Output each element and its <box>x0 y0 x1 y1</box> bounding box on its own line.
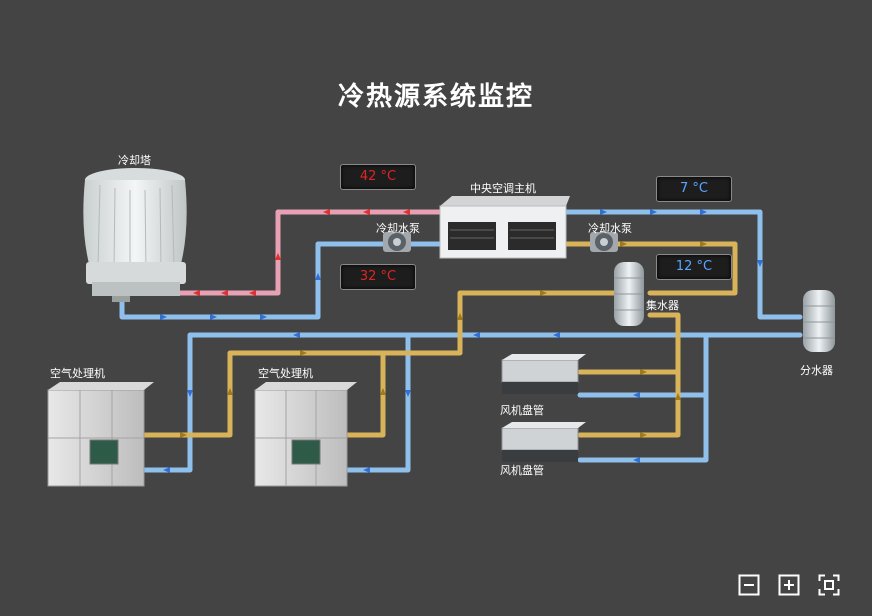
fullscreen-icon <box>818 574 840 596</box>
zoom-out-button[interactable] <box>738 574 760 596</box>
fan-coil-unit-1[interactable] <box>501 354 586 394</box>
temp-chilled-return: 12 °C <box>656 254 732 280</box>
temp-cooling-supply: 42 °C <box>340 164 416 190</box>
central-chiller[interactable] <box>439 196 570 259</box>
air-handler-2[interactable] <box>254 382 357 487</box>
label-ahu-1: 空气处理机 <box>50 367 105 380</box>
label-cooling-pump-left: 冷却水泵 <box>376 222 420 235</box>
pipe-chilled-return <box>563 241 738 296</box>
page-title: 冷热源系统监控 <box>337 82 534 112</box>
fullscreen-button[interactable] <box>818 574 840 596</box>
flow-arrows-return <box>180 241 707 438</box>
zoom-in-icon <box>778 574 800 596</box>
flow-arrows-hot <box>193 209 410 296</box>
pipe-return-ahu2 <box>342 350 386 438</box>
label-fcu-2: 风机盘管 <box>500 464 544 477</box>
label-cooling-tower: 冷却塔 <box>118 154 151 167</box>
label-fcu-1: 风机盘管 <box>500 404 544 417</box>
water-distributor-tank[interactable] <box>803 290 835 352</box>
label-collector: 集水器 <box>646 299 679 312</box>
air-handler-1[interactable] <box>47 382 154 487</box>
fan-coil-unit-2[interactable] <box>501 422 586 462</box>
label-distributor: 分水器 <box>800 364 833 377</box>
label-cooling-pump-right: 冷却水泵 <box>588 222 632 235</box>
pipe-dist-fcu <box>577 332 709 463</box>
zoom-out-icon <box>738 574 760 596</box>
label-chiller: 中央空调主机 <box>470 182 536 195</box>
label-ahu-2: 空气处理机 <box>258 367 313 380</box>
cooling-pump-left[interactable] <box>383 232 411 252</box>
zoom-in-button[interactable] <box>778 574 800 596</box>
cooling-tower[interactable] <box>83 168 187 302</box>
temp-chilled-supply: 7 °C <box>656 176 732 202</box>
cooling-pump-right[interactable] <box>590 232 618 252</box>
water-collector-tank[interactable] <box>614 262 644 326</box>
pipe-cooling-return <box>119 241 443 320</box>
temp-cooling-return: 32 °C <box>340 264 416 290</box>
pipe-return-ahu1 <box>142 290 623 438</box>
flow-arrows-cold <box>160 209 763 473</box>
pipe-return-collector <box>577 312 681 438</box>
